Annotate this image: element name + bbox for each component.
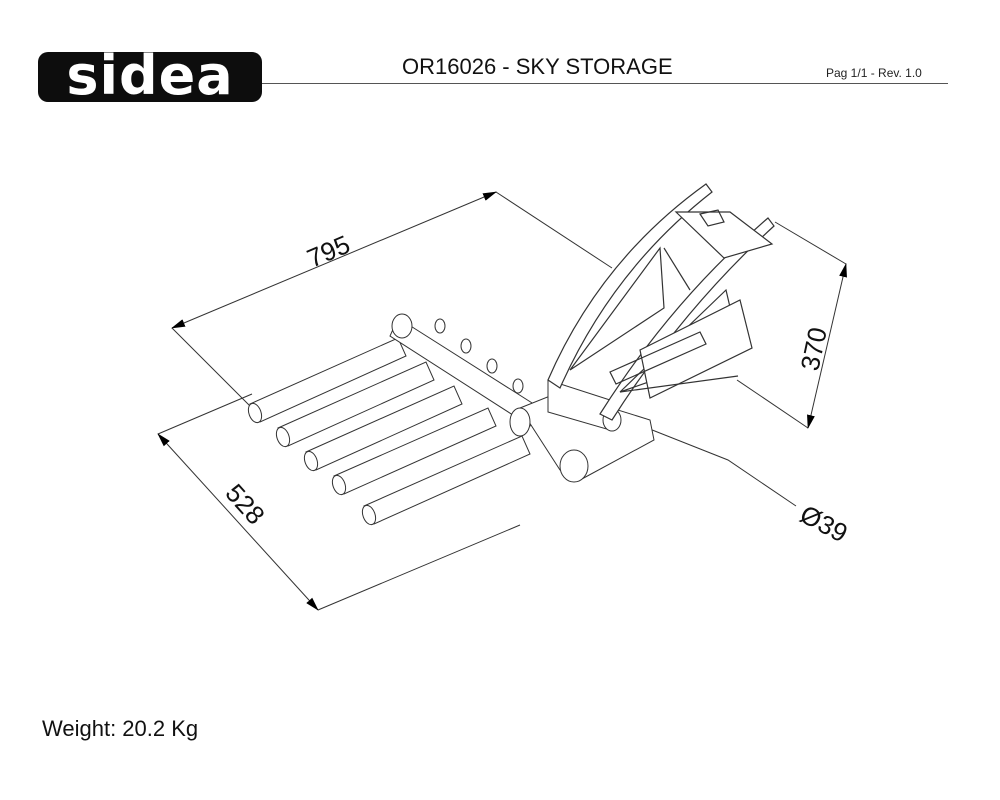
- logo-text: sidea: [66, 44, 234, 107]
- dimension-length-label: 795: [303, 229, 355, 274]
- dimension-height-label: 370: [795, 325, 833, 374]
- weight-label: Weight: 20.2 Kg: [42, 716, 199, 741]
- page-title: OR16026 - SKY STORAGE: [402, 54, 673, 79]
- tube-5: [361, 435, 531, 526]
- tube-4: [331, 407, 497, 496]
- dimension-depth-label: 528: [220, 478, 271, 530]
- tube-2: [275, 361, 435, 448]
- dimension-diameter-label: Ø39: [795, 499, 852, 549]
- tube-1: [247, 337, 407, 424]
- dimension-370: [736, 221, 847, 429]
- tube-3: [303, 385, 463, 472]
- upright-frame: [547, 183, 775, 421]
- header-divider: [262, 83, 948, 84]
- sidea-logo: sidea: [38, 46, 262, 106]
- hinge-base: [509, 379, 655, 483]
- page-revision-info: Pag 1/1 - Rev. 1.0: [826, 66, 922, 80]
- dimension-795: [171, 191, 613, 409]
- cross-bar: [389, 313, 541, 427]
- storage-tubes: [247, 337, 531, 526]
- dimension-528: [157, 393, 521, 611]
- diameter-leader: [621, 417, 797, 507]
